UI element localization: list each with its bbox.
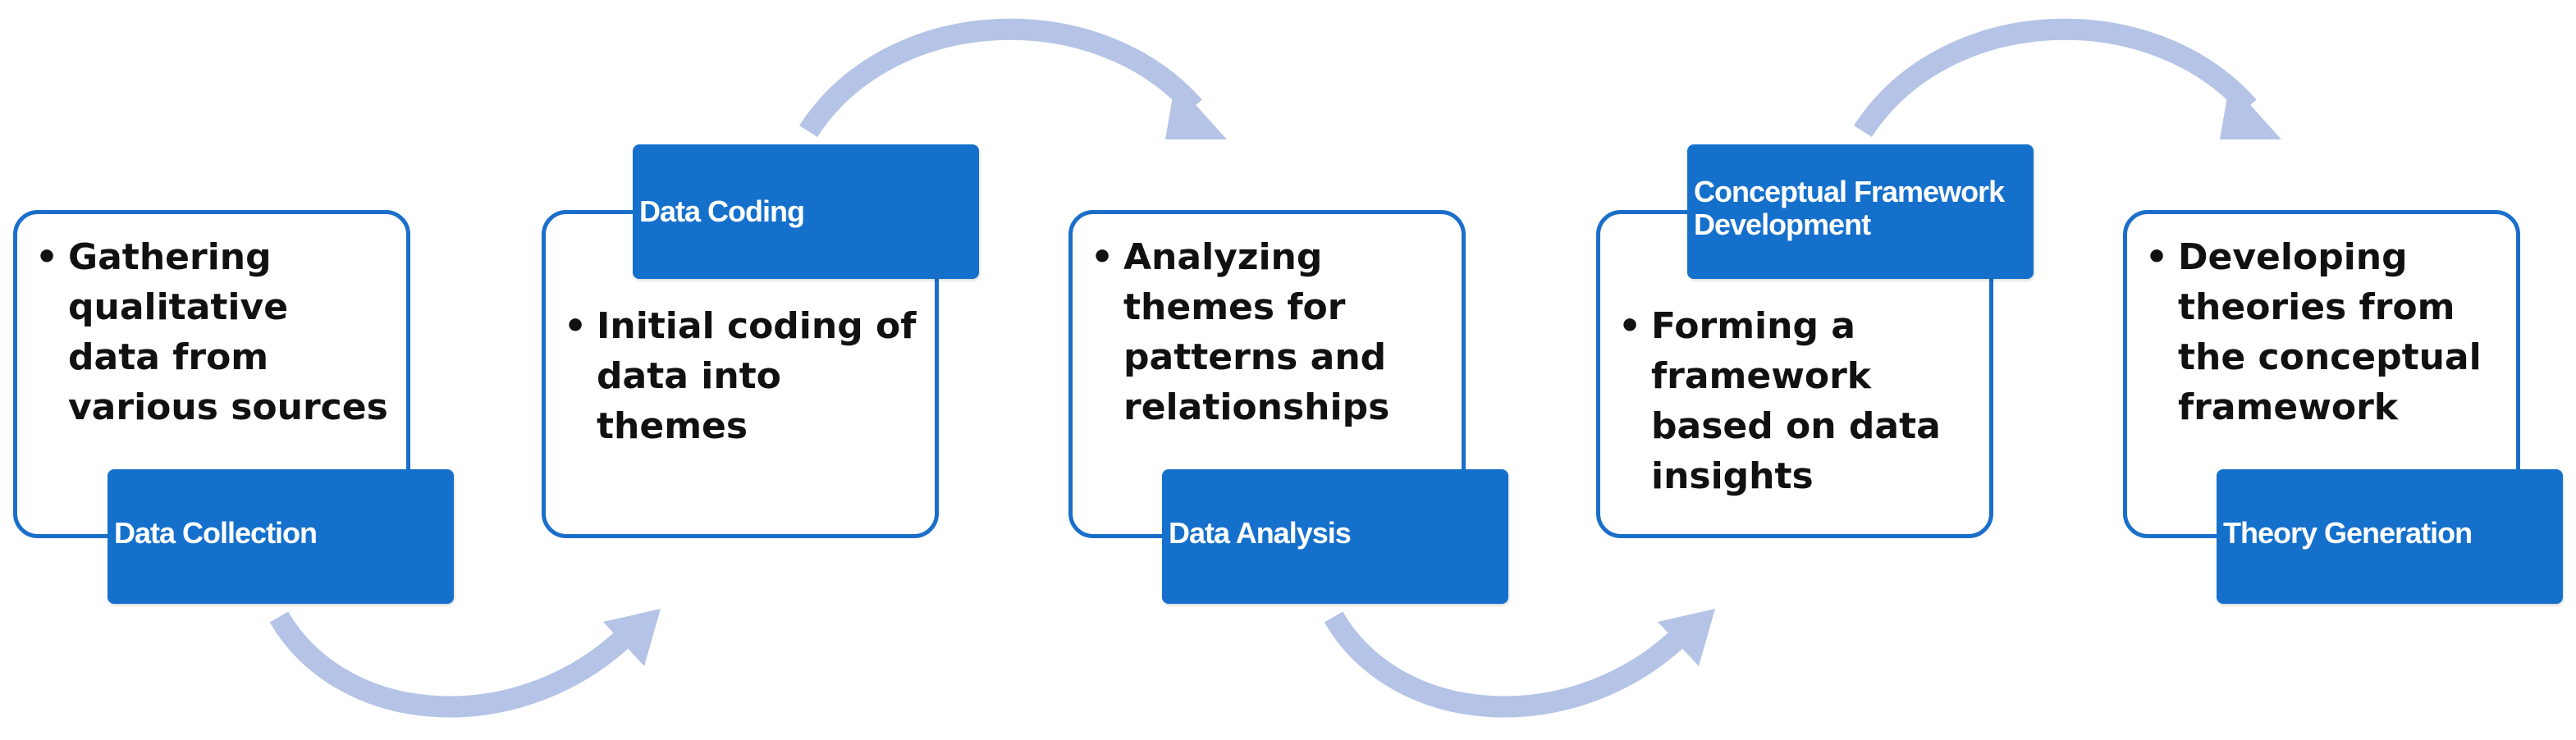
step-4-label: Conceptual Framework Development xyxy=(1687,144,2034,279)
arrow-step2-to-step3 xyxy=(799,18,1227,139)
step-3-label-text: Data Analysis xyxy=(1169,516,1352,550)
step-5-description: Developing theories from the conceptual … xyxy=(2145,232,2498,432)
step-1-label: Data Collection xyxy=(108,469,454,604)
arrow-step1-to-step2 xyxy=(269,609,661,718)
step-4-label-text: Conceptual Framework Development xyxy=(1694,175,2005,241)
step-3-label: Data Analysis xyxy=(1162,469,1508,604)
step-5-label-text: Theory Generation xyxy=(2223,516,2473,550)
arrow-step3-to-step4 xyxy=(1324,609,1715,718)
step-5-label: Theory Generation xyxy=(2217,469,2563,604)
step-2-label: Data Coding xyxy=(633,144,979,279)
step-3-description: Analyzing themes for patterns and relati… xyxy=(1091,232,1444,432)
step-1-label-text: Data Collection xyxy=(114,516,318,550)
step-4-description: Forming a framework based on data insigh… xyxy=(1618,301,1971,501)
step-2-description: Initial coding of data into themes xyxy=(564,301,917,451)
arrow-step4-to-step5 xyxy=(1854,18,2281,139)
step-1-description: Gathering qualitative data from various … xyxy=(35,232,388,432)
step-2-label-text: Data Coding xyxy=(639,194,805,228)
